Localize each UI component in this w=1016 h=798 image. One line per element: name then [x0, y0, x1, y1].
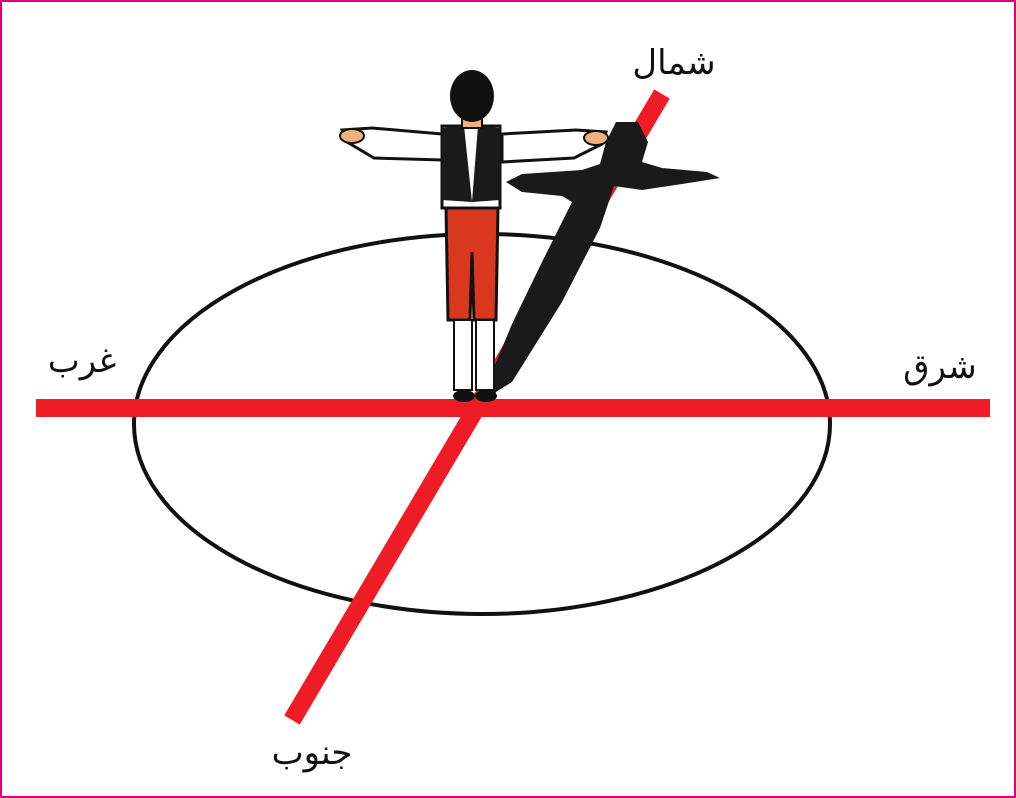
east-label: شرق [903, 347, 977, 387]
west-label: غرب [48, 341, 117, 381]
person-shadow [486, 122, 720, 398]
north-label: شمال [632, 43, 715, 83]
south-label: جنوب [272, 733, 353, 773]
